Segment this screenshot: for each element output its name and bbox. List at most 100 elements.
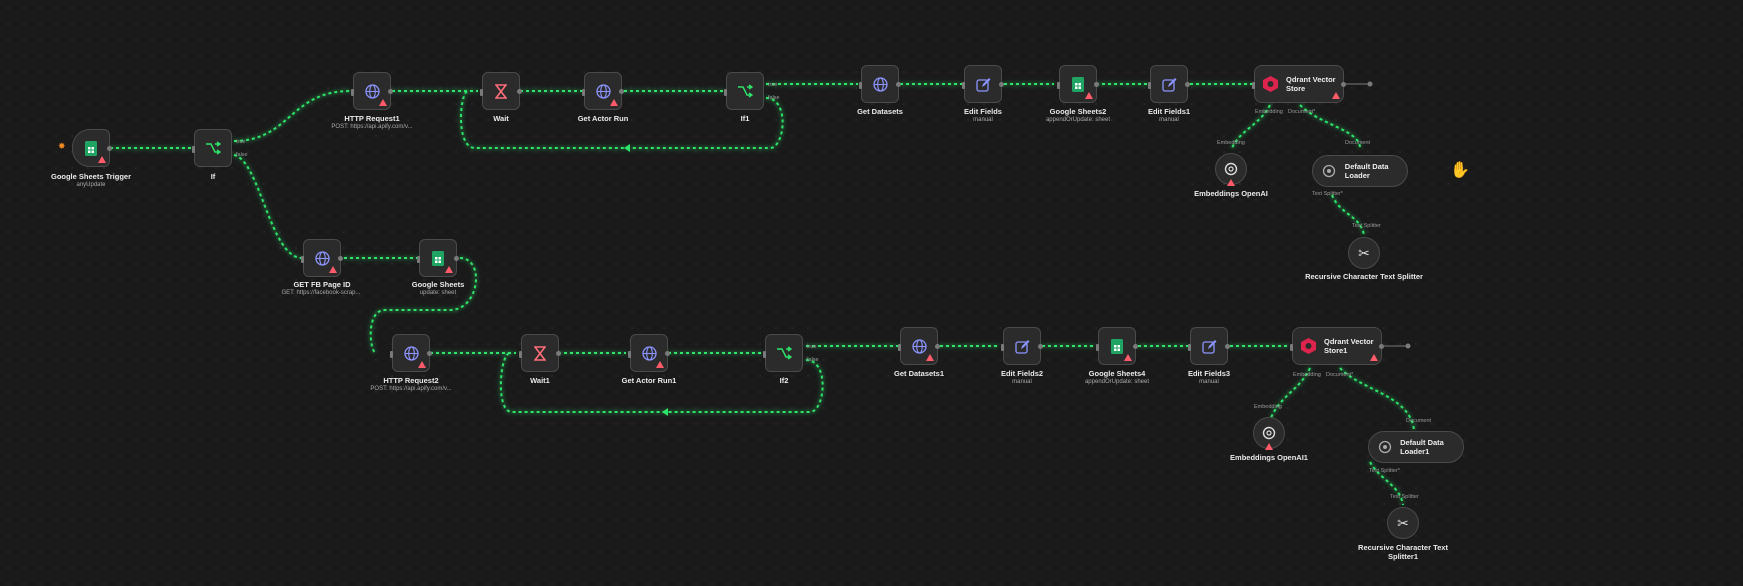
output-port[interactable] xyxy=(665,351,670,356)
node-edit-fields[interactable] xyxy=(962,65,1004,103)
warning-icon xyxy=(1124,354,1132,361)
node-subtitle: manual xyxy=(1199,379,1219,385)
node-wait[interactable] xyxy=(480,72,522,110)
input-port[interactable] xyxy=(301,256,304,263)
node-get-actor-run1[interactable] xyxy=(628,334,670,372)
input-port[interactable] xyxy=(1188,344,1191,351)
node-subtitle: manual xyxy=(1012,379,1032,385)
output-port[interactable] xyxy=(896,82,901,87)
branch-icon xyxy=(204,139,222,157)
input-port[interactable] xyxy=(351,89,354,96)
node-default-data-loader1[interactable]: Default Data Loader1 xyxy=(1368,431,1464,463)
node-get-datasets1[interactable] xyxy=(898,327,940,365)
input-port[interactable] xyxy=(1148,82,1151,89)
output-port[interactable] xyxy=(388,89,393,94)
output-port[interactable] xyxy=(1185,82,1190,87)
input-port[interactable] xyxy=(582,89,585,96)
input-port[interactable] xyxy=(417,256,420,263)
port-label: Text Splitter* xyxy=(1369,468,1400,474)
node-label: HTTP Request1 xyxy=(344,114,400,123)
node-embeddings-openai[interactable] xyxy=(1215,153,1247,186)
node-subtitle: POST: https://api.apify.com/v... xyxy=(331,124,413,130)
node-label: Google Sheets2 xyxy=(1049,107,1107,116)
output-port[interactable] xyxy=(556,351,561,356)
node-label: Google Sheets Trigger xyxy=(50,172,132,181)
node-google-sheets2[interactable] xyxy=(1057,65,1099,103)
node-qdrant-vector-store[interactable]: Qdrant Vector Store xyxy=(1252,65,1346,103)
node-wait1[interactable] xyxy=(519,334,561,372)
node-google-sheets-trigger[interactable] xyxy=(72,129,112,167)
output-port[interactable] xyxy=(1225,344,1230,349)
input-port[interactable] xyxy=(962,82,965,89)
input-port[interactable] xyxy=(724,89,727,96)
port-label: Text Splitter xyxy=(1352,223,1381,229)
warning-icon xyxy=(1227,179,1235,186)
node-edit-fields2[interactable] xyxy=(1001,327,1043,365)
input-port[interactable] xyxy=(519,351,522,358)
node-label: Edit Fields2 xyxy=(1000,369,1044,378)
output-port[interactable] xyxy=(999,82,1004,87)
input-port[interactable] xyxy=(480,89,483,96)
google-sheets-icon xyxy=(82,139,100,157)
node-edit-fields1[interactable] xyxy=(1148,65,1190,103)
output-port[interactable] xyxy=(454,256,459,261)
node-embeddings-openai1[interactable] xyxy=(1253,417,1285,450)
node-subtitle: GET: https://facebook-scrap... xyxy=(281,290,361,296)
warning-icon xyxy=(418,361,426,368)
node-google-sheets[interactable] xyxy=(417,239,459,277)
output-port[interactable] xyxy=(1341,82,1346,87)
google-sheets-icon xyxy=(429,249,447,267)
port-label-embedding: Embedding xyxy=(1293,372,1321,378)
node-http-request1[interactable] xyxy=(351,72,393,110)
warning-icon xyxy=(610,99,618,106)
input-port[interactable] xyxy=(192,146,195,153)
input-port[interactable] xyxy=(1290,344,1293,351)
output-port[interactable] xyxy=(619,89,624,94)
output-port[interactable] xyxy=(1094,82,1099,87)
node-if1[interactable] xyxy=(724,72,764,110)
node-get-fb-page-id[interactable] xyxy=(301,239,343,277)
node-recursive-text-splitter[interactable]: ✂ xyxy=(1348,237,1380,269)
node-if2[interactable] xyxy=(763,334,803,372)
globe-icon xyxy=(594,82,612,100)
node-recursive-text-splitter1[interactable]: ✂ xyxy=(1387,507,1419,539)
node-label: Default Data Loader xyxy=(1344,162,1389,180)
input-port[interactable] xyxy=(898,344,901,351)
node-label: Google Sheets4 xyxy=(1088,369,1146,378)
node-get-actor-run[interactable] xyxy=(582,72,624,110)
input-port[interactable] xyxy=(390,351,393,358)
input-port[interactable] xyxy=(1001,344,1004,351)
output-port[interactable] xyxy=(107,146,112,151)
google-sheets-icon xyxy=(1108,337,1126,355)
node-get-datasets[interactable] xyxy=(859,65,901,103)
loader-icon xyxy=(1321,162,1337,180)
port-label-false: false xyxy=(236,152,248,158)
node-label: Qdrant Vector Store1 xyxy=(1324,337,1374,355)
node-qdrant-vector-store1[interactable]: Qdrant Vector Store1 xyxy=(1290,327,1384,365)
output-port[interactable] xyxy=(935,344,940,349)
node-http-request2[interactable] xyxy=(390,334,432,372)
input-port[interactable] xyxy=(628,351,631,358)
output-port[interactable] xyxy=(338,256,343,261)
output-port[interactable] xyxy=(1133,344,1138,349)
scissors-icon: ✂ xyxy=(1358,244,1370,261)
output-port[interactable] xyxy=(427,351,432,356)
input-port[interactable] xyxy=(1252,82,1255,89)
input-port[interactable] xyxy=(1096,344,1099,351)
node-google-sheets4[interactable] xyxy=(1096,327,1138,365)
output-port[interactable] xyxy=(1038,344,1043,349)
input-port[interactable] xyxy=(763,351,766,358)
port-label: Text Splitter xyxy=(1390,494,1419,500)
port-label-true: true xyxy=(768,82,778,88)
node-label: If xyxy=(210,172,216,181)
node-if[interactable] xyxy=(192,129,232,167)
node-default-data-loader[interactable]: Default Data Loader xyxy=(1312,155,1408,187)
output-port[interactable] xyxy=(517,89,522,94)
input-port[interactable] xyxy=(1057,82,1060,89)
input-port[interactable] xyxy=(859,82,862,89)
node-edit-fields3[interactable] xyxy=(1188,327,1230,365)
output-port[interactable] xyxy=(1379,344,1384,349)
port-label-true: true xyxy=(236,139,246,145)
port-label: Embedding xyxy=(1217,140,1245,146)
